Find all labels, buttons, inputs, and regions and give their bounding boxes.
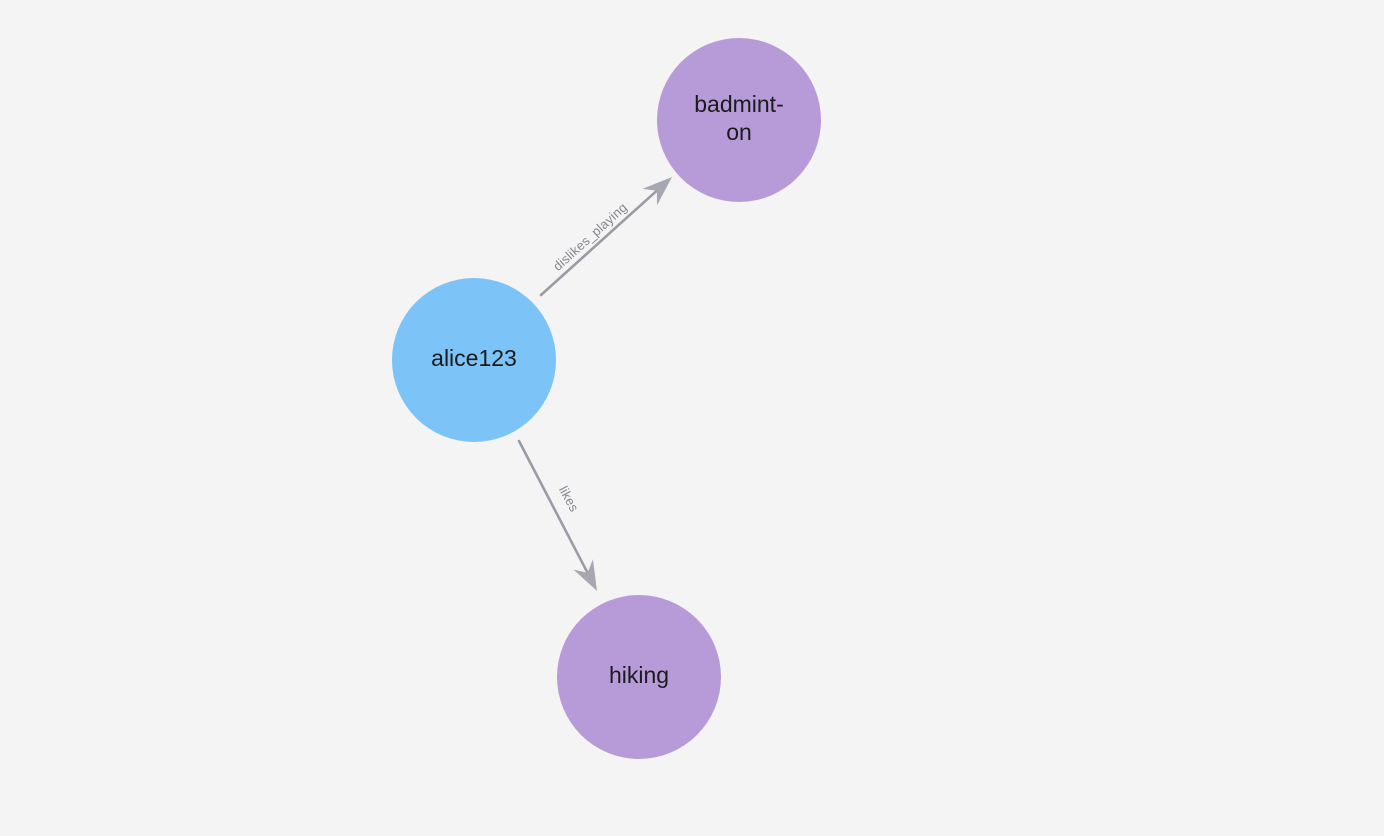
graph-edge[interactable] bbox=[517, 439, 597, 591]
edges-layer bbox=[517, 177, 672, 591]
edge-label: dislikes_playing bbox=[550, 200, 630, 274]
edge-line[interactable] bbox=[539, 190, 658, 297]
node-label: alice123 bbox=[431, 345, 517, 371]
graph-edge[interactable] bbox=[539, 177, 672, 297]
graph-node-hiking[interactable]: hiking bbox=[557, 595, 721, 759]
edge-arrowhead-icon bbox=[573, 559, 597, 591]
node-circle[interactable] bbox=[657, 38, 821, 202]
node-circle[interactable] bbox=[392, 278, 556, 442]
edge-label: likes bbox=[556, 483, 582, 514]
nodes-layer: alice123 badmint-on hiking bbox=[392, 38, 821, 759]
graph-node-alice123[interactable]: alice123 bbox=[392, 278, 556, 442]
node-label: hiking bbox=[609, 662, 669, 688]
graph-node-badminton[interactable]: badmint-on bbox=[657, 38, 821, 202]
node-label: badmint-on bbox=[694, 91, 783, 145]
edge-line[interactable] bbox=[517, 439, 589, 574]
node-circle[interactable] bbox=[557, 595, 721, 759]
edge-arrowhead-icon bbox=[642, 177, 672, 206]
